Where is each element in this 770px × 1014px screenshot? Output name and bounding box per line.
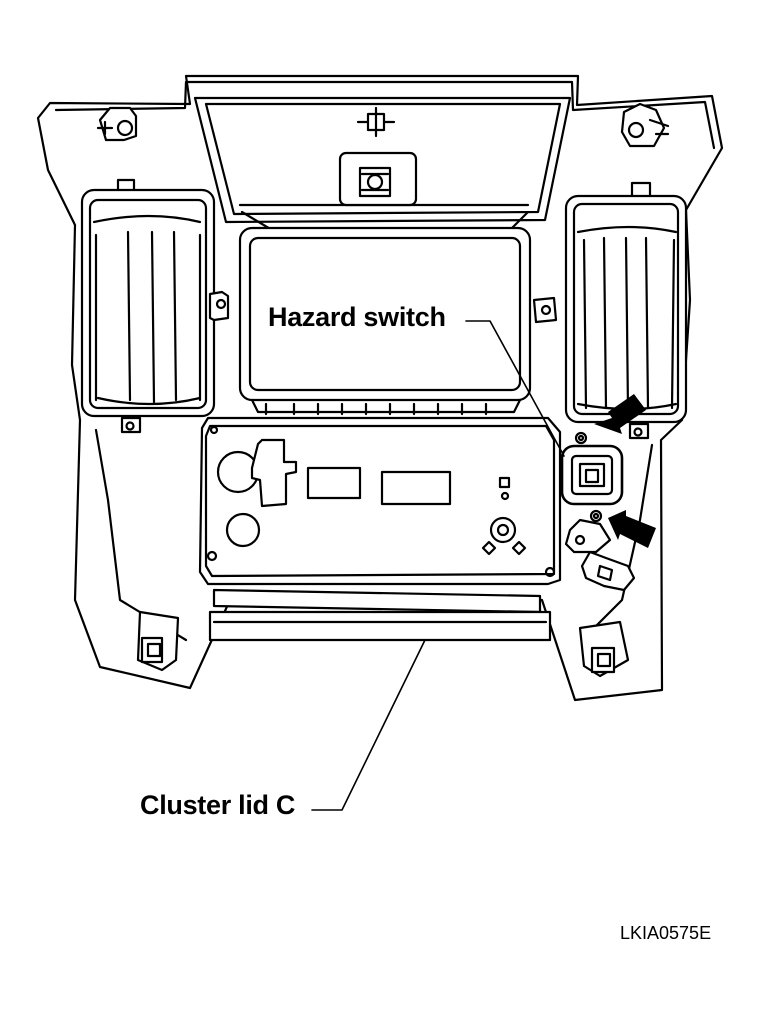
right-bottom-clip: [578, 620, 630, 678]
panel-indicators: [498, 476, 511, 501]
housing-inner-edge: [54, 80, 716, 150]
hazard-switch-leader: [465, 320, 565, 457]
right-corner-clip: [620, 102, 670, 148]
control-panel: [198, 416, 562, 586]
cluster-lid-c: [208, 588, 552, 642]
figure-code: LKIA0575E: [620, 923, 712, 943]
top-clip: [356, 106, 396, 138]
hazard-switch: [560, 431, 624, 506]
left-air-vent: [80, 178, 216, 434]
panel-dial: [481, 516, 527, 556]
left-switch-bracket: [250, 438, 298, 508]
cluster-lid-leader: [311, 639, 426, 811]
left-corner-clip: [96, 106, 138, 142]
left-bottom-clip: [136, 610, 180, 672]
center-bracket: [338, 151, 418, 207]
arrow-lower-screw: [608, 510, 656, 548]
display-screen: [238, 226, 532, 416]
left-lower-knob: [225, 512, 261, 548]
right-vent-tab: [532, 296, 558, 324]
arrow-upper-screw: [594, 394, 646, 434]
top-compartment-inner: [204, 102, 562, 216]
left-vent-tab: [208, 290, 230, 322]
cluster-lid-label: Cluster lid C: [140, 790, 296, 820]
panel-slot-left: [306, 466, 362, 500]
hazard-switch-label: Hazard switch: [268, 302, 446, 332]
panel-slot-right: [380, 470, 452, 506]
housing-right-lower-edge: [580, 443, 654, 642]
hazard-switch-harness: [564, 509, 636, 592]
